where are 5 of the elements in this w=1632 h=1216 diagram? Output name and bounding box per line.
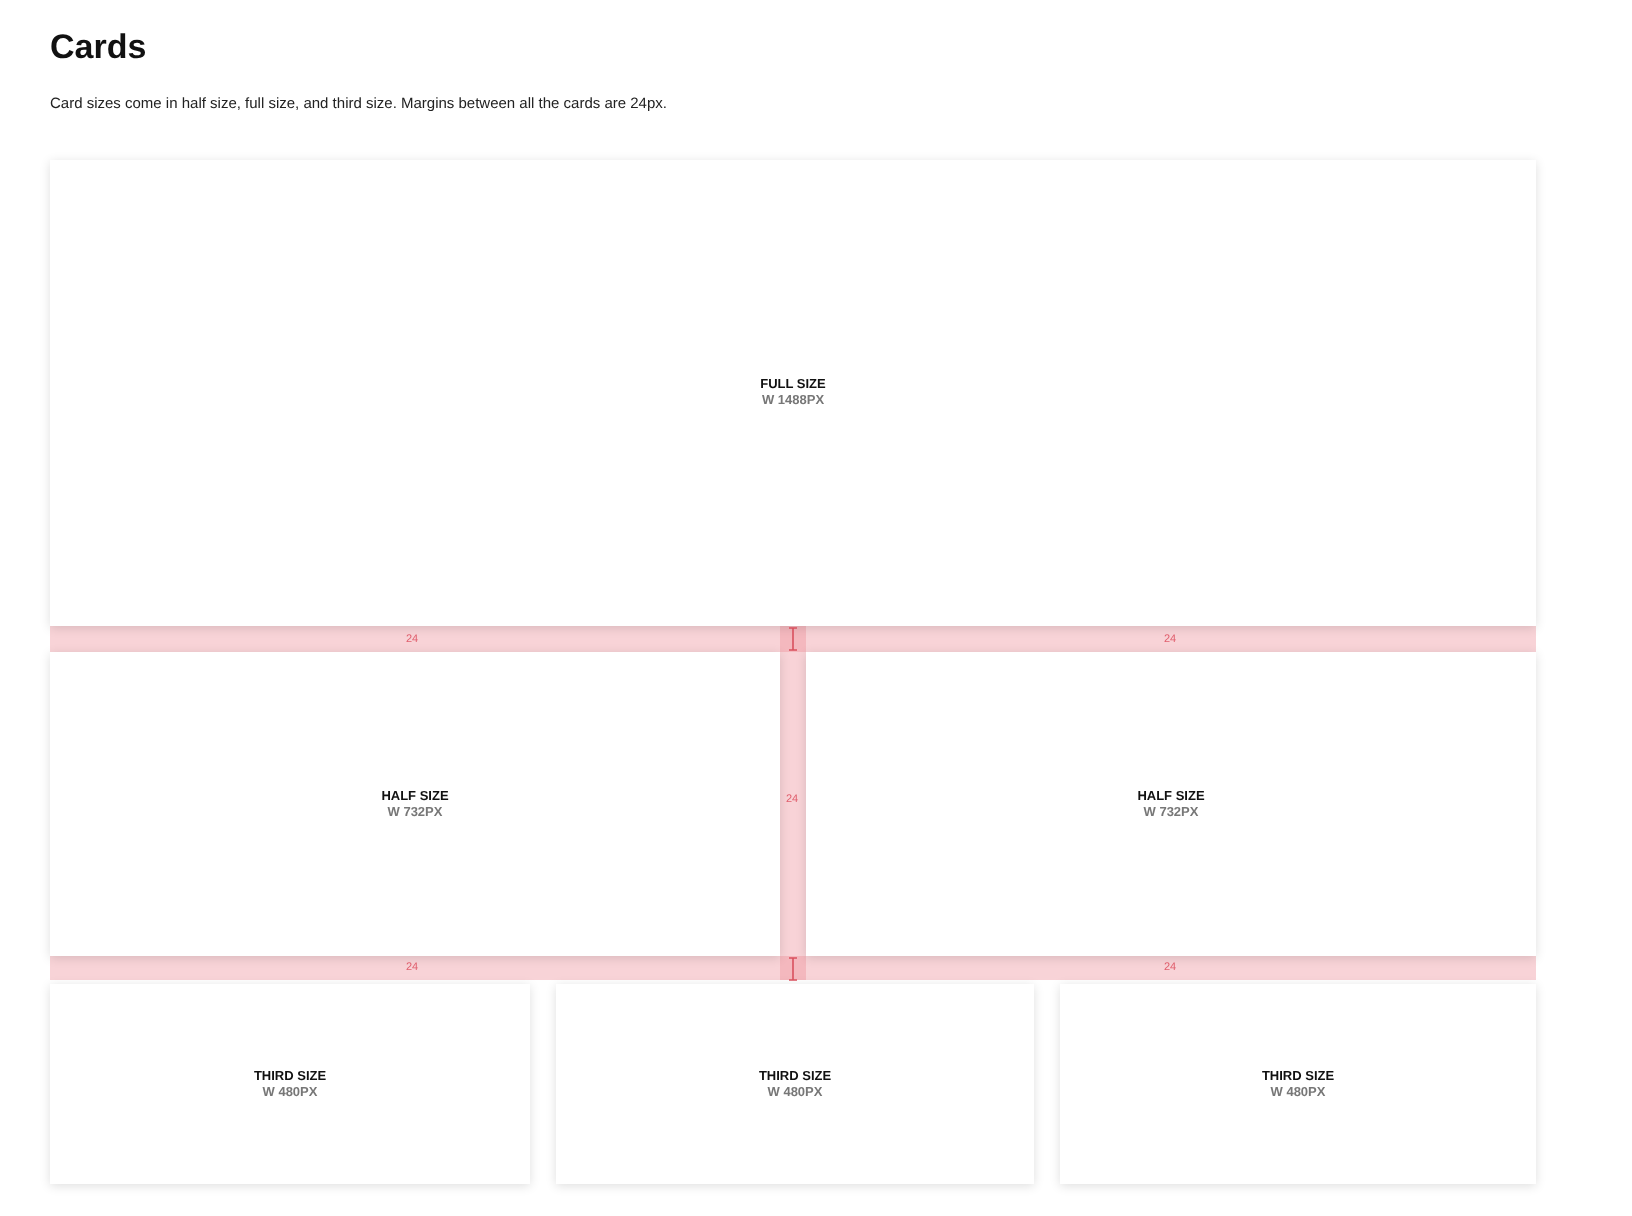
third-size-card (556, 984, 1034, 1184)
full-size-card (50, 160, 1536, 626)
half-size-card (806, 652, 1536, 956)
half-size-card (50, 652, 780, 956)
page-title: Cards (50, 28, 147, 68)
